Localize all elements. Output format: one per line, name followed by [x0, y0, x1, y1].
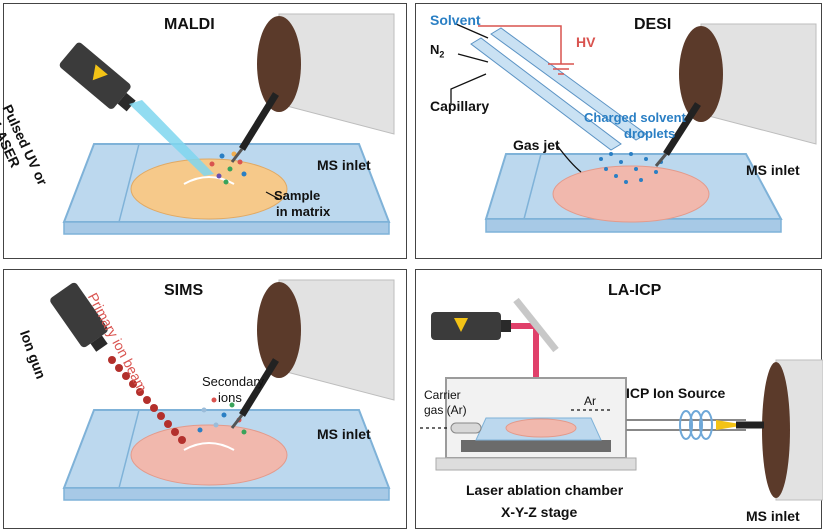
- n2-text: N: [430, 42, 440, 57]
- capillary-inner: [490, 27, 647, 141]
- laser-device: [431, 312, 511, 340]
- glass-slide-edge: [63, 221, 390, 235]
- mirror: [513, 297, 559, 353]
- charged-label-line1: Charged solvent: [584, 110, 686, 125]
- charged-droplets: [599, 152, 663, 184]
- laicp-illustration: [420, 297, 823, 501]
- capillary-outer: [470, 37, 622, 151]
- carrier-gas-tube: [450, 422, 482, 434]
- icp-label: ICP Ion Source: [626, 385, 726, 401]
- ms-inlet-cylinder: [654, 23, 817, 167]
- sample-label-line2: in matrix: [276, 204, 331, 219]
- ms-inlet-cylinder: [230, 279, 395, 429]
- secondary-label-line2: ions: [218, 390, 242, 405]
- primary-ion-beam: [108, 356, 186, 444]
- gas-jet-label: Gas jet: [513, 137, 560, 153]
- hv-label: HV: [576, 34, 596, 50]
- capillary-label: Capillary: [430, 98, 490, 114]
- n2-subscript: 2: [439, 49, 445, 60]
- laser-device: [59, 42, 136, 112]
- tissue-sample: [130, 158, 288, 220]
- laser-beam: [129, 100, 214, 176]
- n2-label: N2: [430, 42, 444, 60]
- solvent-label: Solvent: [430, 12, 481, 28]
- tissue-sample: [130, 424, 288, 486]
- ms-inlet-label: MS inlet: [746, 508, 800, 524]
- icp-torch: [679, 410, 713, 440]
- desi-title: DESI: [634, 16, 672, 33]
- stage-label: X-Y-Z stage: [501, 504, 578, 520]
- maldi-illustration: [59, 13, 395, 235]
- ms-inlet-cylinder: [230, 13, 395, 163]
- chamber-label: Laser ablation chamber: [466, 482, 624, 498]
- maldi-title: MALDI: [164, 16, 215, 33]
- laicp-title: LA-ICP: [608, 282, 662, 299]
- tissue-sample: [552, 165, 710, 223]
- charged-label-line2: droplets: [624, 126, 676, 141]
- ms-inlet-cylinder: [736, 359, 823, 501]
- maldi-panel: MALDI Pulsed UV or IR LASER Sample in ma…: [0, 3, 407, 259]
- sims-title: SIMS: [164, 282, 204, 299]
- desi-illustration: [450, 23, 817, 233]
- carrier-label-line2: gas (Ar): [424, 403, 467, 417]
- sims-panel: SIMS Primary ion beam Ion gun Secondary …: [3, 269, 407, 529]
- secondary-label-line1: Secondary: [202, 374, 265, 389]
- sample-label-line1: Sample: [274, 188, 321, 203]
- sims-illustration: [50, 279, 395, 501]
- plasma-flame: [716, 420, 746, 430]
- desi-panel: DESI Solvent HV N2 Capillary Charged sol…: [415, 3, 822, 259]
- ablated-particles: [209, 151, 247, 185]
- ms-inlet-label: MS inlet: [317, 157, 371, 173]
- tissue-sample: [505, 418, 577, 438]
- ms-inlet-label: MS inlet: [746, 162, 800, 178]
- laicp-panel: LA-ICP Carrier gas (Ar) Ar ICP Ion Sourc…: [415, 269, 823, 529]
- ar-label: Ar: [584, 394, 596, 408]
- carrier-label-line1: Carrier: [424, 388, 461, 402]
- ion-gun: [50, 282, 108, 352]
- ms-inlet-label: MS inlet: [317, 426, 371, 442]
